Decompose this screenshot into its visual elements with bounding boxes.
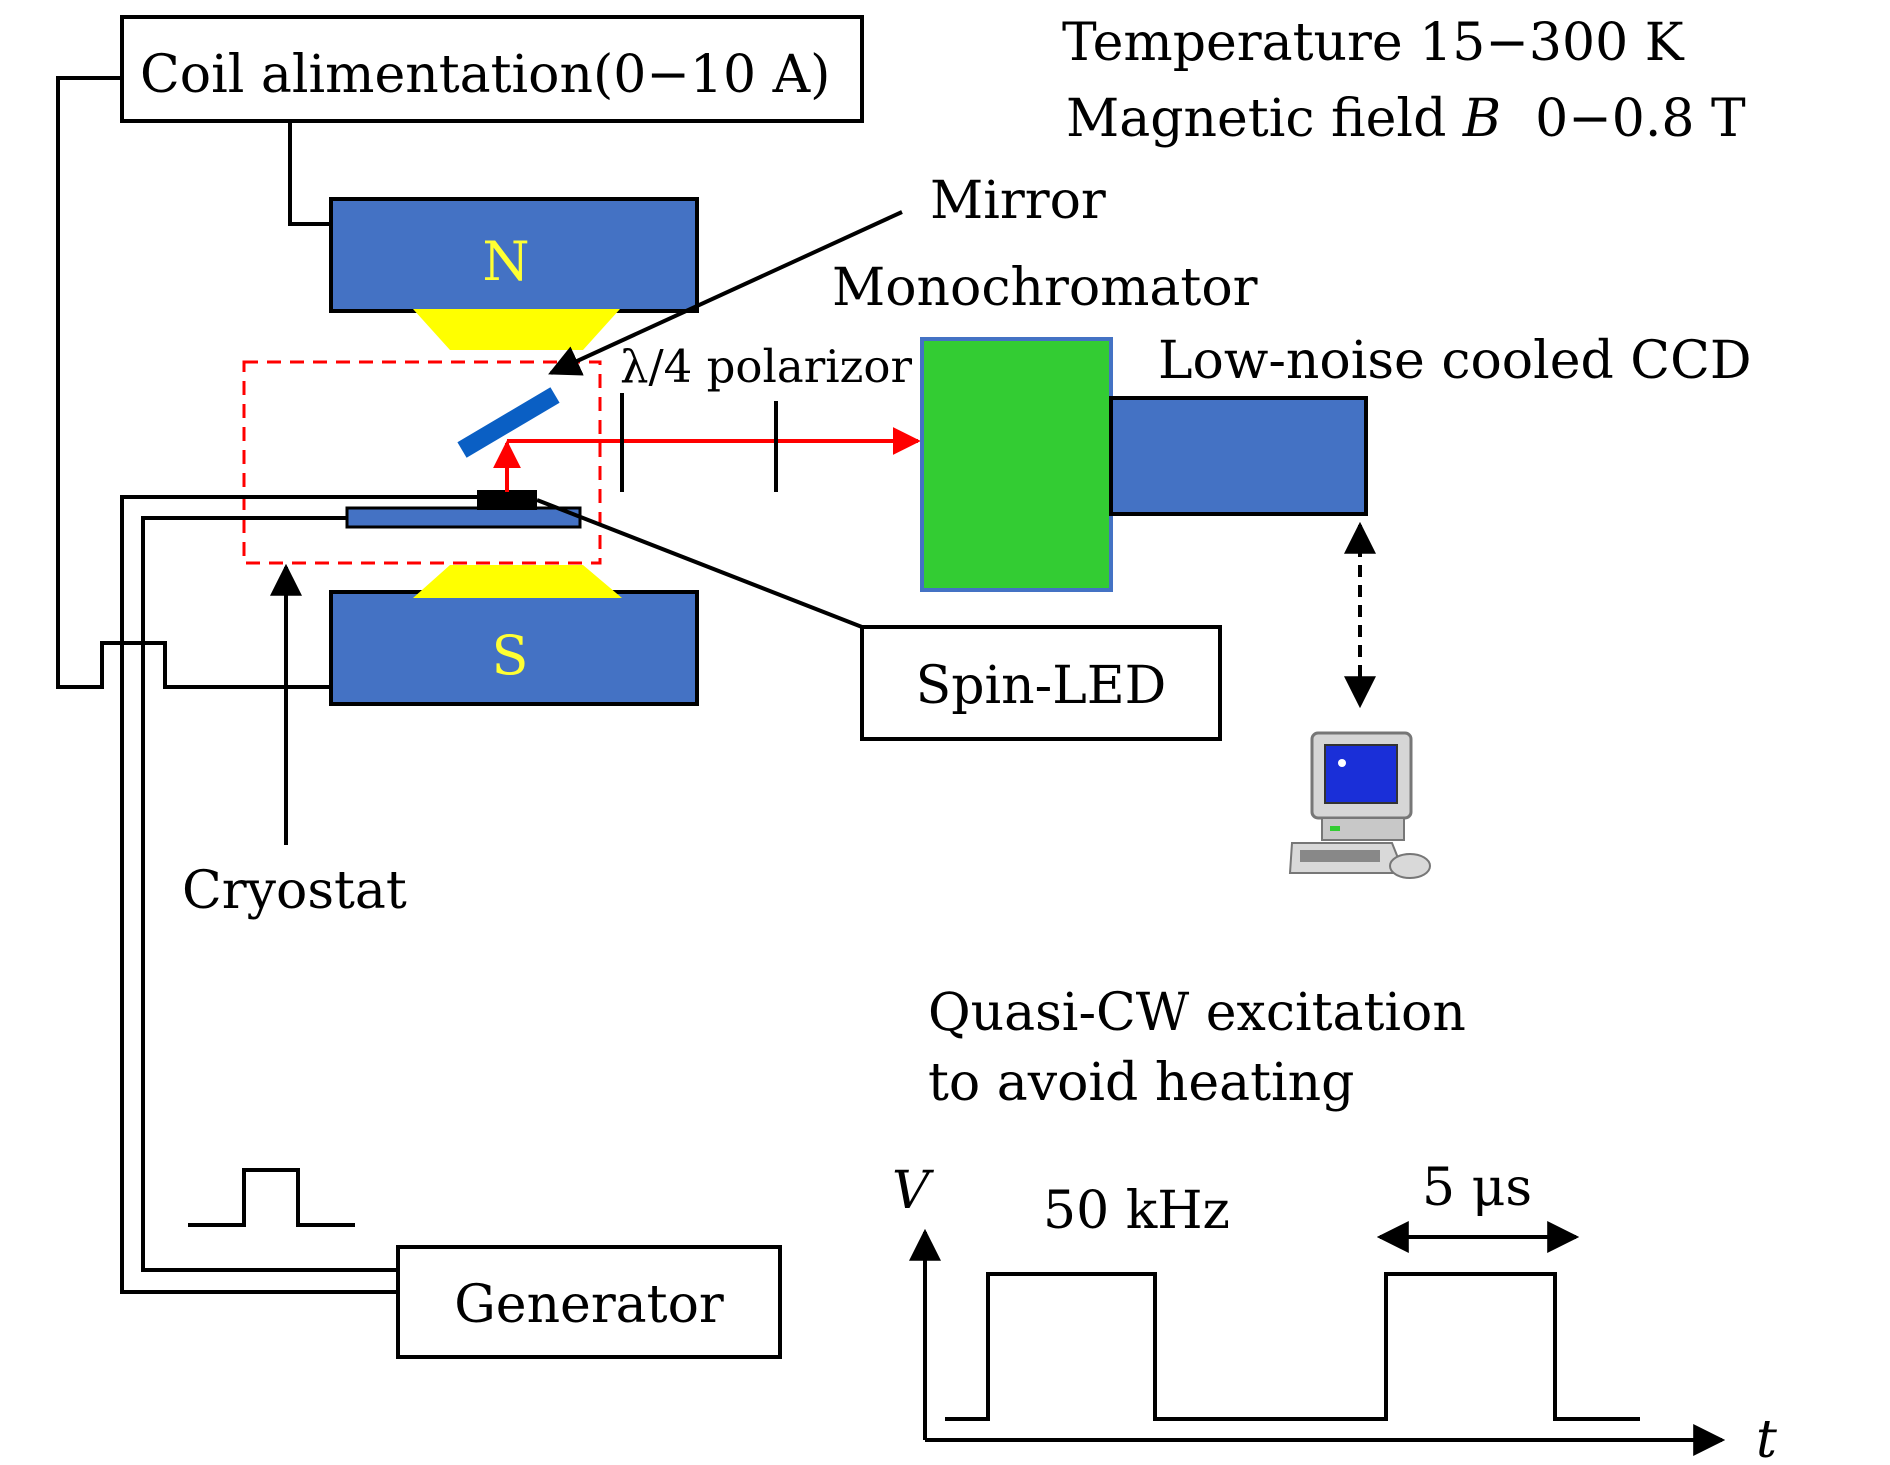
temperature-label: Temperature 15−300 K bbox=[1062, 13, 1685, 73]
generator-wire-outer bbox=[120, 495, 480, 1294]
pulse-waveform bbox=[945, 1272, 1640, 1421]
coil-alimentation-label: Coil alimentation(0−10 A) bbox=[140, 45, 830, 105]
coil-alimentation-box bbox=[120, 15, 864, 123]
cryostat-label: Cryostat bbox=[182, 861, 407, 921]
north-pole-label: N bbox=[482, 230, 529, 293]
monochromator-label: Monochromator bbox=[832, 258, 1258, 318]
magnetic-field-label: Magnetic field B 0−0.8 T bbox=[1066, 89, 1746, 149]
spin-led-chip bbox=[477, 490, 537, 510]
mirror-element bbox=[457, 387, 560, 458]
computer-icon bbox=[1288, 731, 1431, 879]
south-pole-label: S bbox=[492, 624, 529, 687]
cryostat-boundary bbox=[242, 360, 602, 565]
spin-led-box bbox=[860, 625, 1222, 741]
pulse-width-label: 5 μs bbox=[1422, 1158, 1532, 1218]
north-pole-piece bbox=[413, 309, 620, 350]
magnetic-field-range: 0−0.8 T bbox=[1535, 89, 1746, 149]
generator-label: Generator bbox=[454, 1275, 724, 1335]
polarizer-label: λ/4 polarizor bbox=[620, 340, 912, 393]
mirror-pointer-arrow bbox=[548, 210, 903, 376]
mirror-label: Mirror bbox=[930, 171, 1106, 231]
generator-wire-inner bbox=[141, 516, 398, 1272]
coil-wire-north bbox=[288, 121, 330, 226]
generator-box bbox=[396, 1245, 782, 1359]
magnetic-field-variable: B bbox=[1462, 89, 1501, 149]
monochromator-box bbox=[920, 337, 1113, 592]
quasi-cw-line-1: Quasi-CW excitation bbox=[928, 983, 1466, 1043]
quasi-cw-line-2: to avoid heating bbox=[928, 1053, 1354, 1113]
timing-t-label: t bbox=[1756, 1410, 1777, 1465]
sample-holder bbox=[345, 506, 582, 529]
frequency-label: 50 kHz bbox=[1043, 1181, 1230, 1241]
timing-v-label: V bbox=[892, 1161, 934, 1221]
spin-led-pointer bbox=[536, 498, 863, 629]
ccd-label: Low-noise cooled CCD bbox=[1158, 331, 1752, 391]
ccd-camera bbox=[1109, 396, 1368, 516]
spin-led-label: Spin-LED bbox=[916, 656, 1167, 716]
coil-wire-loop bbox=[56, 76, 330, 689]
south-pole-piece bbox=[413, 565, 622, 598]
north-pole-magnet bbox=[329, 197, 699, 313]
magnetic-field-prefix: Magnetic field bbox=[1066, 89, 1463, 149]
generator-pulse-symbol bbox=[188, 1168, 355, 1227]
